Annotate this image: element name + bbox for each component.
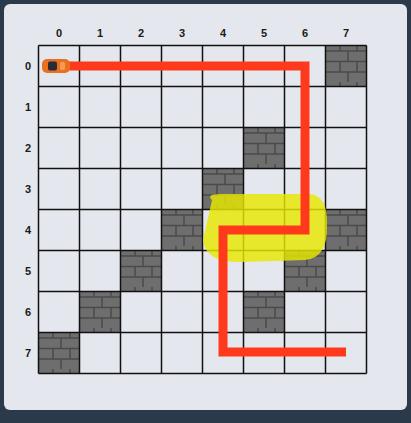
- column-number: 4: [220, 28, 226, 39]
- row-number: 6: [25, 307, 31, 318]
- wall-cell: [326, 210, 367, 251]
- column-number: 6: [302, 28, 308, 39]
- column-number: 7: [343, 28, 349, 39]
- wall-cell: [121, 251, 162, 292]
- column-number: 3: [179, 28, 185, 39]
- route-path: [58, 66, 346, 352]
- row-number: 2: [25, 143, 31, 154]
- row-number: 3: [25, 184, 31, 195]
- wall-cell: [162, 210, 203, 251]
- grid-lines: [39, 46, 367, 374]
- wall-cells: [39, 46, 367, 374]
- column-number: 2: [138, 28, 144, 39]
- column-number: 0: [56, 28, 62, 39]
- wall-cell: [80, 292, 121, 333]
- wall-cell: [39, 333, 80, 374]
- wall-cell: [244, 128, 285, 169]
- column-number: 1: [97, 28, 103, 39]
- car-icon: [42, 59, 70, 73]
- row-number: 4: [25, 225, 31, 236]
- row-number: 0: [25, 61, 31, 72]
- row-number: 5: [25, 266, 31, 277]
- panel: [4, 4, 407, 410]
- row-number: 1: [25, 102, 31, 113]
- wall-cell: [326, 46, 367, 87]
- column-number: 5: [261, 28, 267, 39]
- wall-cell: [244, 292, 285, 333]
- row-number: 7: [25, 348, 31, 359]
